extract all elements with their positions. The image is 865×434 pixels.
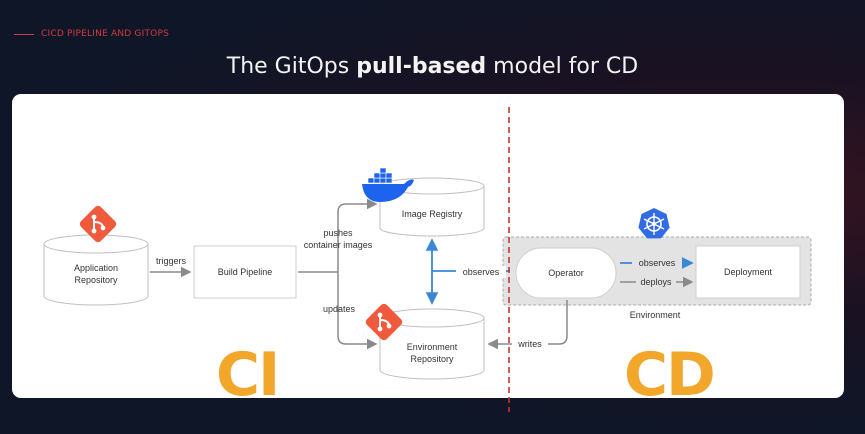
image-registry-label: Image Registry xyxy=(401,209,463,219)
section-tag: CICD PIPELINE AND GITOPS xyxy=(14,27,169,41)
title-pre: The GitOps xyxy=(226,54,357,79)
writes-arrow xyxy=(487,300,568,350)
app-repo-cylinder xyxy=(43,234,149,306)
page-title: The GitOps pull-based model for CD xyxy=(0,54,865,79)
observes-left-label: observes xyxy=(456,266,506,278)
build-pipeline-box xyxy=(193,245,297,299)
image-registry-cylinder xyxy=(379,177,485,237)
operator-label: Operator xyxy=(548,268,584,278)
updates-label: updates xyxy=(322,304,356,314)
title-bold: pull-based xyxy=(356,54,487,79)
observes-right-label: observes xyxy=(632,257,682,269)
app-repo-label: Application Repository xyxy=(73,263,119,285)
title-post: model for CD xyxy=(486,54,639,79)
pushes-label: pushes container images xyxy=(303,228,373,250)
deployment-box xyxy=(695,245,801,299)
section-tag-line xyxy=(14,33,34,35)
build-pipeline-label: Build Pipeline xyxy=(217,267,273,277)
kubernetes-icon xyxy=(638,208,670,239)
writes-label: writes xyxy=(512,338,548,350)
docker-icon xyxy=(362,167,414,202)
git-icon xyxy=(365,303,403,341)
ci-label: CI xyxy=(216,340,280,410)
triggers-label: triggers xyxy=(155,256,186,266)
env-repo-label: Environment Repository xyxy=(406,342,458,364)
pushes-arrow xyxy=(298,198,378,273)
deployment-label: Deployment xyxy=(723,267,773,277)
env-repo-cylinder xyxy=(379,308,485,380)
operator-pill xyxy=(515,247,617,299)
section-tag-text: CICD PIPELINE AND GITOPS xyxy=(41,29,169,39)
cd-label: CD xyxy=(624,340,716,410)
environment-label: Environment xyxy=(629,310,681,320)
deploys-label: deploys xyxy=(636,276,676,288)
git-icon xyxy=(79,205,117,243)
updates-arrow xyxy=(337,272,378,350)
